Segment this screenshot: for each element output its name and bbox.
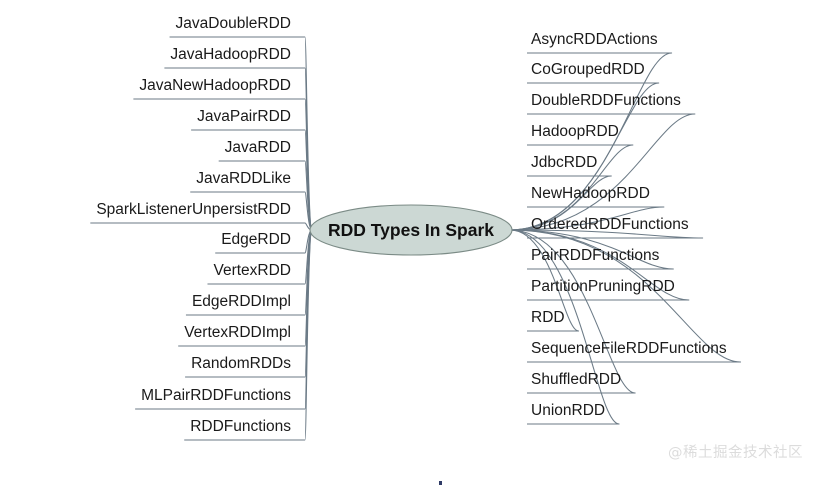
corner-dot-marker	[439, 481, 442, 485]
node-label-left[interactable]: VertexRDDImpl	[184, 324, 291, 341]
left-label-group: JavaDoubleRDD JavaHadoopRDD JavaNewHadoopR…	[96, 15, 291, 435]
node-label-left[interactable]: JavaRDD	[225, 139, 291, 156]
center-node-label: RDD Types In Spark	[328, 220, 494, 240]
right-branch-group	[509, 52, 742, 425]
node-label-right[interactable]: ShuffledRDD	[531, 371, 621, 388]
node-label-right[interactable]: JdbcRDD	[531, 154, 597, 171]
branch-connector	[509, 229, 620, 425]
node-label-right[interactable]: PairRDDFunctions	[531, 247, 660, 264]
node-label-left[interactable]: RandomRDDs	[191, 355, 291, 372]
center-node-ellipse[interactable]	[309, 204, 513, 256]
node-label-right[interactable]: OrderedRDDFunctions	[531, 216, 689, 233]
branch-connector	[509, 229, 636, 394]
node-label-right[interactable]: PartitionPruningRDD	[531, 278, 675, 295]
node-label-left[interactable]: JavaDoubleRDD	[176, 15, 291, 32]
branch-connector	[509, 175, 612, 231]
node-label-right[interactable]: RDD	[531, 309, 565, 326]
node-label-left[interactable]: JavaRDDLike	[196, 170, 291, 187]
node-label-right[interactable]: NewHadoopRDD	[531, 185, 650, 202]
center-node[interactable]: RDD Types In Spark	[309, 204, 513, 256]
node-label-right[interactable]: SequenceFileRDDFunctions	[531, 340, 727, 357]
branch-connector	[509, 229, 742, 363]
node-label-left[interactable]: SparkListenerUnpersistRDD	[96, 201, 291, 218]
node-label-right[interactable]: UnionRDD	[531, 402, 605, 419]
branch-connector	[509, 229, 704, 239]
node-label-right[interactable]: AsyncRDDActions	[531, 31, 658, 48]
node-label-right[interactable]: HadoopRDD	[531, 123, 619, 140]
node-label-right[interactable]: DoubleRDDFunctions	[531, 92, 681, 109]
node-label-left[interactable]: JavaHadoopRDD	[170, 46, 291, 63]
node-label-left[interactable]: JavaPairRDD	[197, 108, 291, 125]
branch-connector	[509, 229, 580, 332]
node-label-right[interactable]: CoGroupedRDD	[531, 61, 645, 78]
node-label-left[interactable]: MLPairRDDFunctions	[141, 387, 291, 404]
branch-connector	[509, 82, 660, 231]
node-label-left[interactable]: VertexRDD	[213, 262, 291, 279]
node-label-left[interactable]: EdgeRDDImpl	[192, 293, 291, 310]
branch-connector	[304, 229, 313, 441]
node-label-left[interactable]: EdgeRDD	[221, 231, 291, 248]
branch-connector	[509, 113, 696, 231]
node-label-left[interactable]: RDDFunctions	[190, 418, 291, 435]
branch-connector	[509, 52, 673, 231]
node-label-left[interactable]: JavaNewHadoopRDD	[139, 77, 291, 94]
watermark: @稀土掘金技术社区	[668, 445, 803, 461]
branch-connector	[509, 206, 665, 231]
branch-connector	[509, 229, 674, 270]
